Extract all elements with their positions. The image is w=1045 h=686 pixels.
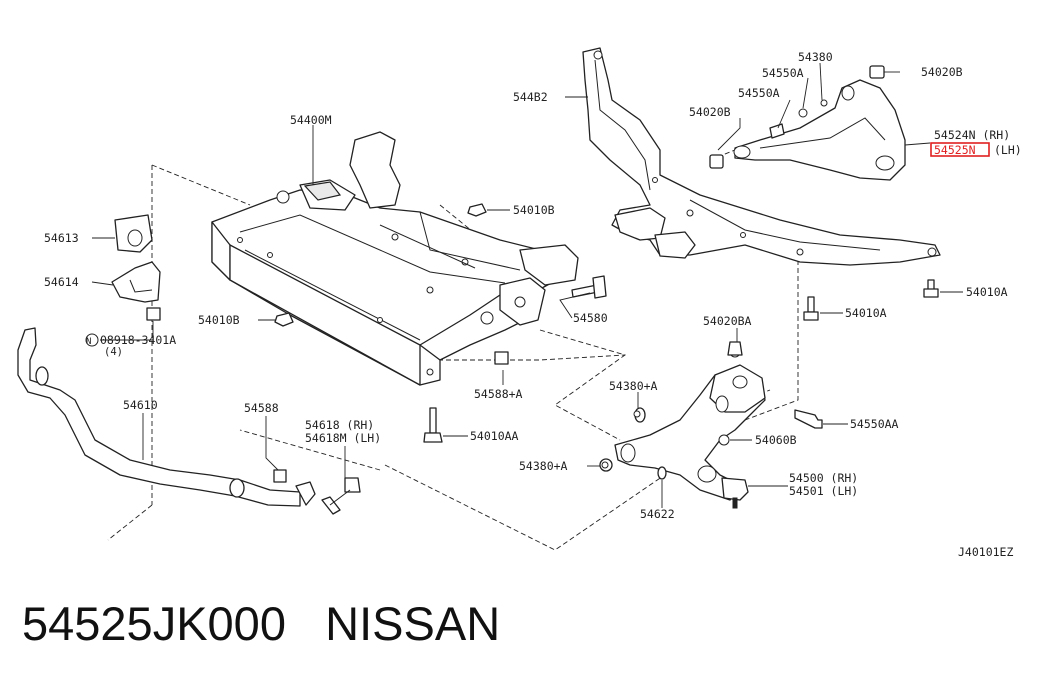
callout-54525n-side: (LH) (994, 143, 1022, 157)
leader-lines (91, 62, 963, 508)
part-number: 54525JK000 (22, 597, 286, 650)
callout-54550a-upper: 54550A (762, 66, 804, 80)
callout-54020b-top: 54020B (921, 65, 963, 79)
callout-54550a-lower: 54550A (738, 86, 780, 100)
callout-54380a-lower: 54380+A (519, 459, 568, 473)
callout-54524n: 54524N (RH) (934, 128, 1010, 142)
highlight-box-54525n (930, 142, 990, 157)
callout-54380a-upper: 54380+A (609, 379, 658, 393)
callout-54400m: 54400M (290, 113, 332, 127)
stabilizer-bar (17, 214, 361, 515)
upper-control-arm (709, 65, 906, 181)
callout-54010b-left: 54010B (198, 313, 240, 327)
callout-54588: 54588 (244, 401, 279, 415)
callout-54020b-mid: 54020B (689, 105, 731, 119)
callout-54613: 54613 (44, 231, 79, 245)
callout-54010aa: 54010AA (470, 429, 519, 443)
callout-08918-3401a: 08918-3401A (100, 333, 176, 347)
callout-54588a: 54588+A (474, 387, 523, 401)
lower-control-arm (599, 341, 823, 509)
callout-54610: 54610 (123, 398, 158, 412)
callout-54020ba: 54020BA (703, 314, 752, 328)
footer-spacer (286, 597, 325, 650)
callout-54010a-right: 54010A (966, 285, 1008, 299)
callout-54525n-highlighted: 54525N (934, 143, 976, 157)
callout-54580: 54580 (573, 311, 608, 325)
part-number-footer: 54525JK000 NISSAN (22, 596, 500, 651)
diagram-code: J40101EZ (958, 545, 1013, 559)
callout-n-mark: N (86, 337, 91, 347)
callout-54010a-mid: 54010A (845, 306, 887, 320)
callout-54500-rh: 54500 (RH) (789, 471, 858, 485)
callout-qty-4: (4) (104, 346, 123, 358)
callout-54060b: 54060B (755, 433, 797, 447)
rear-crossmember (582, 47, 941, 266)
callout-54550aa: 54550AA (850, 417, 899, 431)
callout-labels: 54400M 544B2 54380 54550A 54550A 54020B … (44, 50, 1022, 559)
callout-54614: 54614 (44, 275, 79, 289)
callout-544b2: 544B2 (513, 90, 548, 104)
callout-54622: 54622 (640, 507, 675, 521)
brand-name: NISSAN (325, 597, 501, 650)
callout-54618-rh: 54618 (RH) (305, 418, 374, 432)
callout-54618m-lh: 54618M (LH) (305, 431, 381, 445)
fasteners (274, 203, 939, 469)
callout-54010b-right: 54010B (513, 203, 555, 217)
callout-54380: 54380 (798, 50, 833, 64)
callout-54501-lh: 54501 (LH) (789, 484, 858, 498)
front-subframe (211, 131, 579, 386)
